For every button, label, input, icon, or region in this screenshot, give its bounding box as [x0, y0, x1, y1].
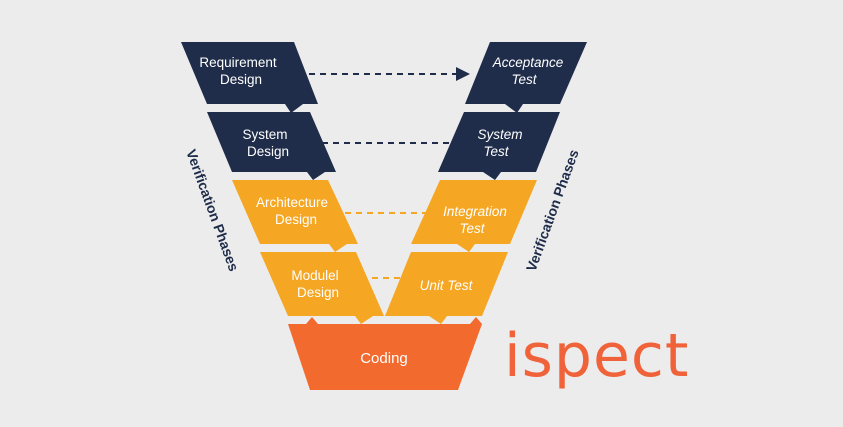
- integration-test-label: Integration: [443, 204, 507, 219]
- system-test-label: System: [477, 127, 522, 142]
- system-test-block: [438, 112, 560, 180]
- requirement-design-block: [181, 42, 318, 113]
- module-design-label-2: Design: [297, 285, 339, 300]
- architecture-design-label-2: Design: [275, 212, 317, 227]
- integration-test-block: [411, 180, 537, 252]
- acceptance-test-label-2: Test: [511, 72, 537, 87]
- integration-test-label-2: Test: [459, 221, 485, 236]
- module-design-label: Modulel: [291, 268, 338, 283]
- requirement-design-label-2: Design: [220, 72, 262, 87]
- architecture-design-block: [232, 180, 358, 252]
- system-test-label-2: Test: [483, 144, 509, 159]
- acceptance-test-block: [465, 42, 587, 113]
- coding-block: [288, 317, 482, 390]
- coding-label: Coding: [360, 350, 408, 367]
- arrowhead-icon: [456, 67, 470, 81]
- system-design-block: [207, 112, 336, 180]
- unit-test-label: Unit Test: [420, 278, 474, 293]
- system-design-label-2: Design: [247, 144, 289, 159]
- module-design-block: [260, 252, 384, 324]
- system-design-label: System: [242, 127, 287, 142]
- requirement-design-label: Requirement: [199, 55, 277, 70]
- acceptance-test-label: Acceptance: [492, 55, 564, 70]
- unit-test-block: [385, 252, 508, 324]
- ispect-logo: ispect: [504, 321, 689, 391]
- architecture-design-label: Architecture: [256, 195, 328, 210]
